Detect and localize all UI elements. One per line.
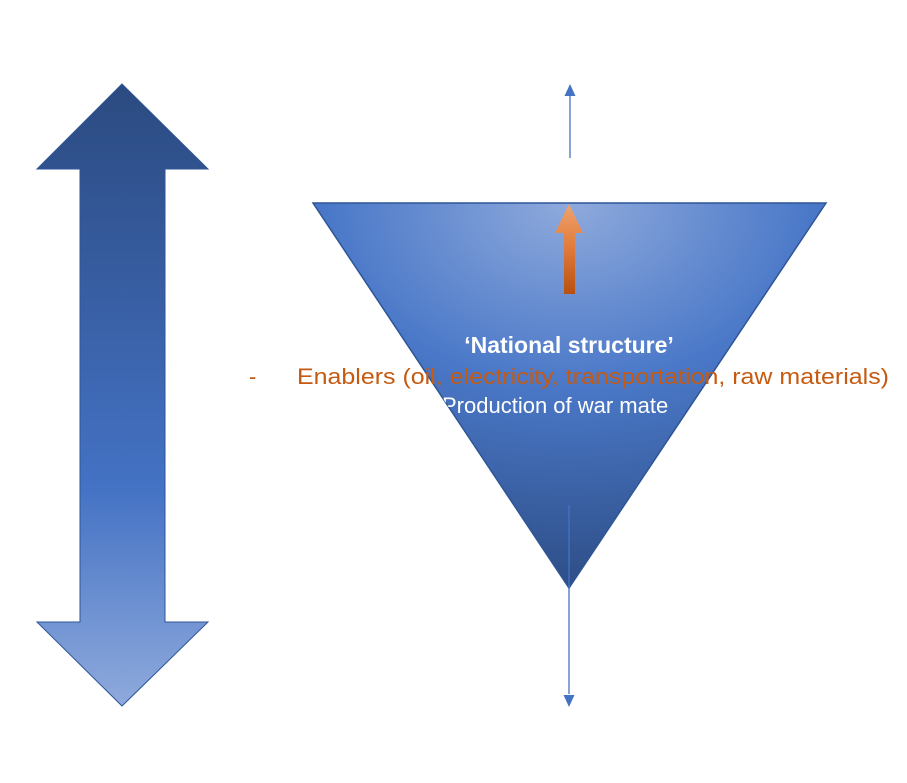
up-down-double-arrow <box>35 83 210 707</box>
enablers-bullet-marker: - <box>249 364 256 389</box>
production-text: Production of war mate <box>442 393 668 418</box>
axis-down-arrow <box>563 505 575 707</box>
enablers-text: Enablers (oil, electricity, transportati… <box>297 364 889 389</box>
inner-up-arrow <box>555 204 583 294</box>
arrow-down-icon <box>563 695 575 707</box>
diagram-title: ‘National structure’ <box>464 332 674 358</box>
inverted-triangle <box>311 202 828 590</box>
arrow-up-icon <box>564 84 576 96</box>
axis-up-arrow <box>564 84 576 158</box>
